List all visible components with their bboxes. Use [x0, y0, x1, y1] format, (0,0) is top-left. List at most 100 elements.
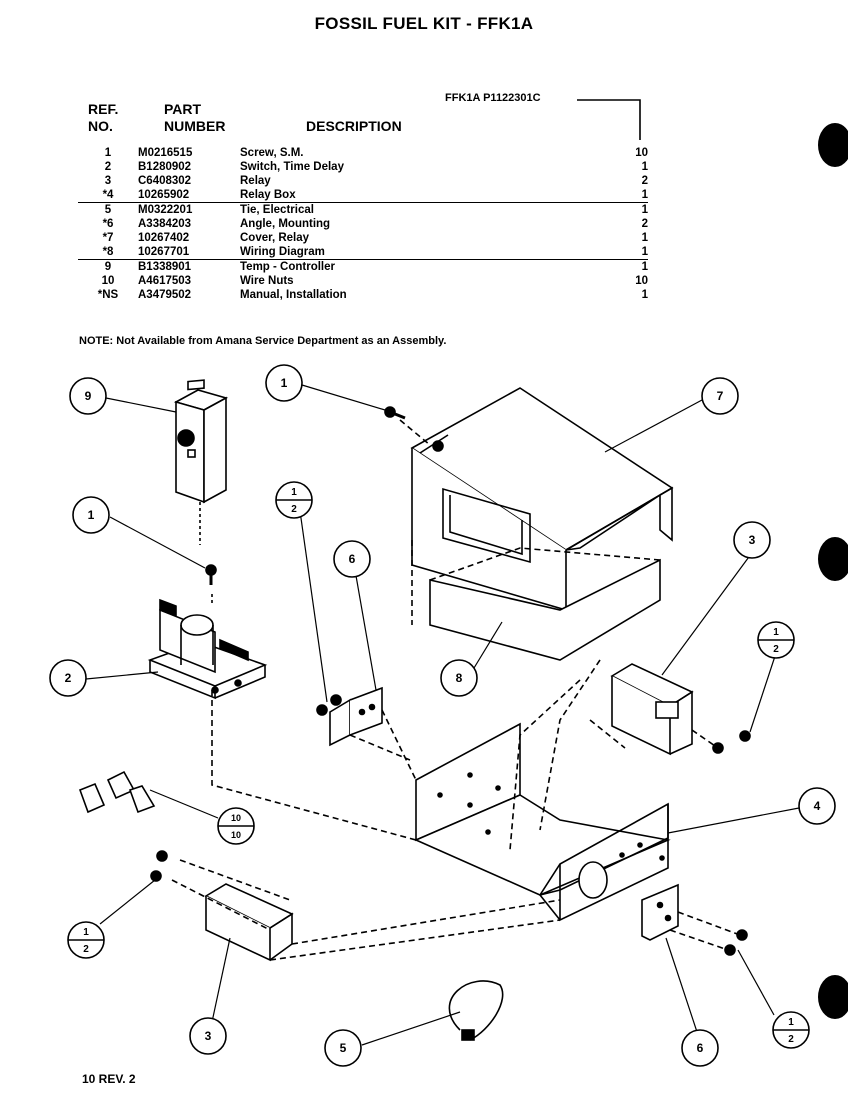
binder-hole-bottom — [818, 975, 848, 1019]
parts-cell-qty: 2 — [641, 218, 648, 230]
parts-cell-desc: Relay Box — [240, 189, 296, 201]
parts-cell-qty: 10 — [635, 147, 648, 159]
callout-1-top: 1 — [281, 376, 288, 390]
relay-lower — [150, 850, 294, 962]
wire-nuts — [78, 770, 156, 814]
parts-cell-ref: 9 — [78, 259, 138, 274]
callout-6-upper: 6 — [349, 552, 356, 566]
electrical-tie — [448, 980, 504, 1041]
callout-ten-top: 10 — [231, 813, 241, 823]
parts-cell-qty: 1 — [641, 161, 648, 173]
callout-circles — [49, 364, 836, 1067]
part-header-line2: NUMBER — [164, 118, 226, 134]
callout-half-c-bottom: 2 — [83, 944, 89, 955]
parts-cell-qty: 1 — [568, 259, 648, 274]
ref-header-line1: REF. — [88, 101, 119, 117]
part-header: PART NUMBER — [164, 101, 225, 135]
callout-3-lower: 3 — [205, 1029, 212, 1043]
callout-half-a-top: 1 — [291, 487, 297, 498]
parts-cell-qty: 1 — [641, 232, 648, 244]
parts-cell-qty: 10 — [635, 275, 648, 287]
callout-half-b-bottom: 2 — [773, 644, 779, 655]
parts-cell-part: 10267402 — [138, 232, 190, 244]
callout-3-upper: 3 — [749, 533, 756, 547]
parts-cell-desc: Cover, Relay — [240, 232, 310, 244]
parts-cell-desc: Tie, Electrical — [240, 202, 568, 217]
parts-cell-part: C6408302 — [138, 175, 192, 187]
parts-cell-ref: 1 — [104, 147, 112, 159]
parts-cell-ref: 3 — [104, 175, 112, 187]
parts-cell-desc: Switch, Time Delay — [240, 161, 344, 173]
ref-header: REF. NO. — [88, 101, 118, 135]
parts-cell-part: A4617503 — [138, 275, 192, 287]
model-bracket-line — [577, 99, 641, 140]
parts-cell-ref: *8 — [102, 246, 114, 258]
callout-7: 7 — [717, 389, 724, 403]
screw-cover — [384, 406, 406, 420]
note-text: NOTE: Not Available from Amana Service D… — [79, 335, 447, 347]
parts-row: 2 B1280902 Switch, Time Delay 1 — [78, 160, 648, 174]
callout-half-b-top: 1 — [773, 627, 779, 638]
temp-controller — [173, 379, 229, 545]
description-header: DESCRIPTION — [306, 118, 402, 134]
callout-6-lower: 6 — [697, 1041, 704, 1055]
binder-hole-middle — [818, 537, 848, 581]
parts-cell-qty: 2 — [641, 175, 648, 187]
part-header-line1: PART — [164, 101, 202, 117]
time-delay-switch — [147, 594, 268, 700]
parts-cell-qty: 1 — [641, 289, 648, 301]
parts-cell-part: M0322201 — [138, 202, 240, 217]
callout-half-d-bottom: 2 — [788, 1034, 794, 1045]
parts-cell-qty: 1 — [568, 202, 648, 217]
parts-cell-desc: Screw, S.M. — [240, 147, 304, 159]
parts-cell-part: 10267701 — [138, 246, 190, 258]
parts-cell-part: A3479502 — [138, 289, 192, 301]
parts-cell-desc: Relay — [240, 175, 271, 187]
parts-cell-ref: 5 — [78, 202, 138, 217]
parts-cell-part: B1338901 — [138, 259, 240, 274]
parts-cell-desc: Temp - Controller — [240, 259, 568, 274]
parts-row: 3 C6408302 Relay 2 — [78, 174, 648, 188]
parts-cell-part: B1280902 — [138, 161, 192, 173]
parts-cell-desc: Angle, Mounting — [240, 218, 331, 230]
parts-cell-qty: 1 — [641, 189, 648, 201]
callout-half-c-top: 1 — [83, 927, 89, 938]
parts-cell-desc: Wiring Diagram — [240, 246, 325, 258]
binder-hole-top — [818, 123, 848, 167]
screw-time-delay — [205, 564, 217, 585]
parts-cell-ref: 2 — [104, 161, 112, 173]
parts-cell-ref: 10 — [101, 275, 115, 287]
mounting-angle-left — [316, 686, 383, 747]
callout-4: 4 — [814, 799, 821, 813]
callout-5: 5 — [340, 1041, 347, 1055]
callout-8: 8 — [456, 671, 463, 685]
parts-cell-ref: *6 — [102, 218, 114, 230]
page-footer: 10 REV. 2 — [82, 1072, 136, 1086]
wiring-diagram — [411, 540, 661, 661]
parts-table: 1 M0216515 Screw, S.M. 10 2 B1280902 Switch, T… — [78, 146, 648, 302]
relay-cover — [410, 387, 674, 612]
parts-cell-desc: Wire Nuts — [240, 275, 294, 287]
callout-half-d-top: 1 — [788, 1017, 794, 1028]
parts-row: 10 A4617503 Wire Nuts 10 — [78, 274, 648, 288]
parts-row: 1 M0216515 Screw, S.M. 10 — [78, 146, 648, 160]
parts-row: *8 10267701 Wiring Diagram 1 — [78, 245, 648, 260]
parts-cell-part: A3384203 — [138, 218, 192, 230]
parts-cell-ref: *4 — [102, 189, 114, 201]
callout-1-left: 1 — [88, 508, 95, 522]
parts-cell-qty: 1 — [641, 246, 648, 258]
callout-2: 2 — [65, 671, 72, 685]
relay-upper — [610, 663, 751, 756]
page-title: FOSSIL FUEL KIT - FFK1A — [314, 14, 534, 33]
mounting-angle-right — [641, 883, 748, 956]
callout-ten-bottom: 10 — [231, 830, 241, 840]
parts-row: *6 A3384203 Angle, Mounting 2 — [78, 217, 648, 231]
callout-half-a-bottom: 2 — [291, 504, 297, 515]
parts-cell-part: M0216515 — [138, 147, 193, 159]
